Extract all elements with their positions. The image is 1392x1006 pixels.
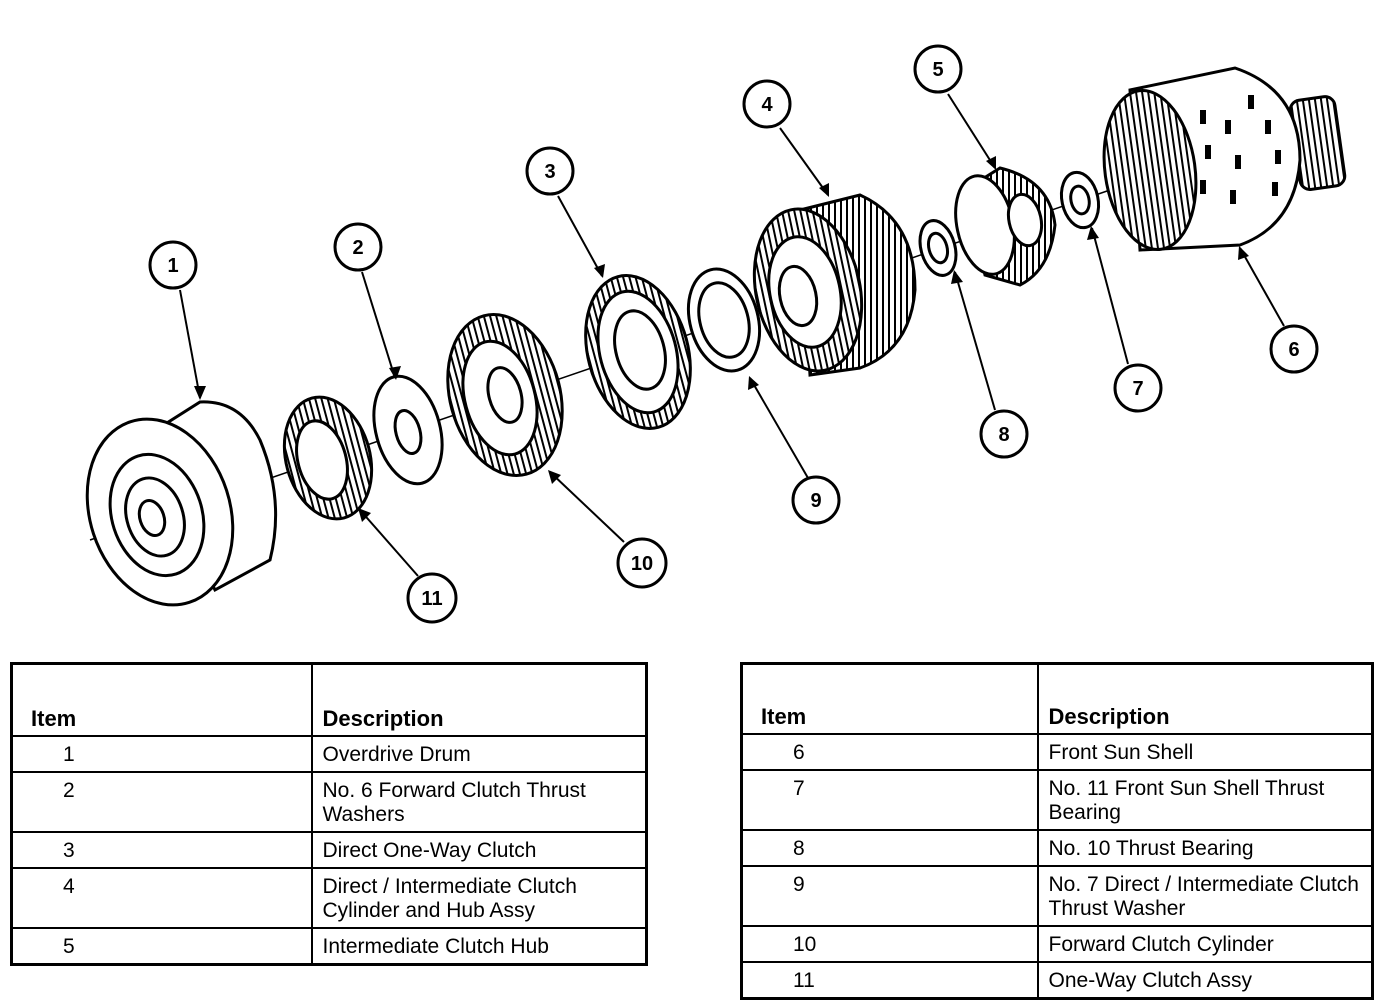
item-description: One-Way Clutch Assy bbox=[1036, 960, 1374, 999]
callout-label-2: 2 bbox=[352, 237, 363, 259]
item-description: No. 7 Direct / Intermediate Clutch Thrus… bbox=[1036, 864, 1374, 927]
callout-2 bbox=[333, 222, 383, 272]
callout-label-6: 6 bbox=[1288, 339, 1299, 361]
part-front-sun-shell bbox=[1102, 66, 1347, 252]
leader-lines bbox=[179, 93, 1285, 577]
item-description: No. 6 Forward Clutch Thrust Washers bbox=[310, 770, 648, 833]
callout-circles bbox=[148, 44, 1319, 624]
table-row: 2 No. 6 Forward Clutch Thrust Washers bbox=[10, 770, 648, 833]
callout-label-10: 10 bbox=[631, 553, 653, 575]
callout-label-3: 3 bbox=[544, 161, 555, 183]
header-item: Item bbox=[10, 662, 313, 737]
item-number: 10 bbox=[740, 924, 1039, 963]
item-number: 7 bbox=[740, 768, 1039, 831]
table-row: 4 Direct / Intermediate Clutch Cylinder … bbox=[10, 866, 648, 929]
table-header-row: Item Description bbox=[10, 662, 648, 737]
table-header-row: Item Description bbox=[740, 662, 1374, 735]
callout-8 bbox=[979, 409, 1029, 459]
callout-1 bbox=[148, 240, 198, 290]
callout-label-5: 5 bbox=[932, 59, 943, 81]
callout-label-8: 8 bbox=[998, 424, 1009, 446]
exploded-view-diagram: 1 2 3 4 5 6 7 8 9 10 11 bbox=[85, 44, 1347, 624]
callout-3 bbox=[525, 146, 575, 196]
table-row: 8 No. 10 Thrust Bearing bbox=[740, 828, 1374, 867]
item-number: 11 bbox=[740, 960, 1039, 999]
header-description: Description bbox=[310, 662, 648, 737]
item-number: 1 bbox=[10, 734, 313, 773]
part-one-way-clutch bbox=[282, 395, 374, 521]
item-description: Direct / Intermediate Clutch Cylinder an… bbox=[310, 866, 648, 929]
item-description: No. 10 Thrust Bearing bbox=[1036, 828, 1374, 867]
part-overdrive-drum bbox=[85, 400, 278, 607]
callout-5 bbox=[913, 44, 963, 94]
table-row: 11 One-Way Clutch Assy bbox=[740, 960, 1374, 999]
item-number: 5 bbox=[10, 926, 313, 965]
table-row: 5 Intermediate Clutch Hub bbox=[10, 926, 648, 965]
table-row: 7 No. 11 Front Sun Shell Thrust Bearing bbox=[740, 768, 1374, 831]
table-row: 6 Front Sun Shell bbox=[740, 732, 1374, 771]
table-row: 1 Overdrive Drum bbox=[10, 734, 648, 773]
item-description: Overdrive Drum bbox=[310, 734, 648, 773]
part-thrust-washer-no6 bbox=[372, 374, 444, 486]
callout-9 bbox=[791, 475, 841, 525]
part-forward-clutch-cylinder bbox=[446, 313, 564, 477]
item-number: 6 bbox=[740, 732, 1039, 771]
item-number: 4 bbox=[10, 866, 313, 929]
callout-6 bbox=[1269, 324, 1319, 374]
table-row: 10 Forward Clutch Cylinder bbox=[740, 924, 1374, 963]
callout-4 bbox=[742, 79, 792, 129]
item-number: 3 bbox=[10, 830, 313, 869]
parts-table-left: Item Description 1 Overdrive Drum 2 No. … bbox=[10, 662, 648, 966]
item-number: 9 bbox=[740, 864, 1039, 927]
callout-label-1: 1 bbox=[167, 255, 178, 277]
callout-label-7: 7 bbox=[1132, 378, 1143, 400]
header-item: Item bbox=[740, 662, 1039, 735]
callout-10 bbox=[616, 537, 668, 589]
part-direct-one-way-clutch bbox=[584, 274, 692, 430]
parts-table-right: Item Description 6 Front Sun Shell 7 No.… bbox=[740, 662, 1374, 1000]
item-description: Direct One-Way Clutch bbox=[310, 830, 648, 869]
item-description: Front Sun Shell bbox=[1036, 732, 1374, 771]
part-thrust-bearing-no11 bbox=[1059, 170, 1101, 230]
item-number: 8 bbox=[740, 828, 1039, 867]
part-thrust-washer-no7 bbox=[687, 267, 761, 373]
callout-labels: 1 2 3 4 5 6 7 8 9 10 11 bbox=[167, 59, 1299, 610]
header-description: Description bbox=[1036, 662, 1374, 735]
leader-arrowheads bbox=[194, 156, 1249, 522]
callout-label-4: 4 bbox=[761, 94, 773, 116]
part-direct-intermediate-clutch-cylinder bbox=[752, 193, 917, 377]
table-row: 3 Direct One-Way Clutch bbox=[10, 830, 648, 869]
callout-label-11: 11 bbox=[421, 588, 442, 610]
callout-label-9: 9 bbox=[810, 490, 821, 512]
item-number: 2 bbox=[10, 770, 313, 833]
part-intermediate-clutch-hub bbox=[954, 166, 1057, 287]
callout-7 bbox=[1113, 363, 1163, 413]
item-description: No. 11 Front Sun Shell Thrust Bearing bbox=[1036, 768, 1374, 831]
callout-11 bbox=[406, 572, 458, 624]
table-row: 9 No. 7 Direct / Intermediate Clutch Thr… bbox=[740, 864, 1374, 927]
item-description: Forward Clutch Cylinder bbox=[1036, 924, 1374, 963]
item-description: Intermediate Clutch Hub bbox=[310, 926, 648, 965]
part-thrust-bearing-no10 bbox=[918, 219, 958, 277]
